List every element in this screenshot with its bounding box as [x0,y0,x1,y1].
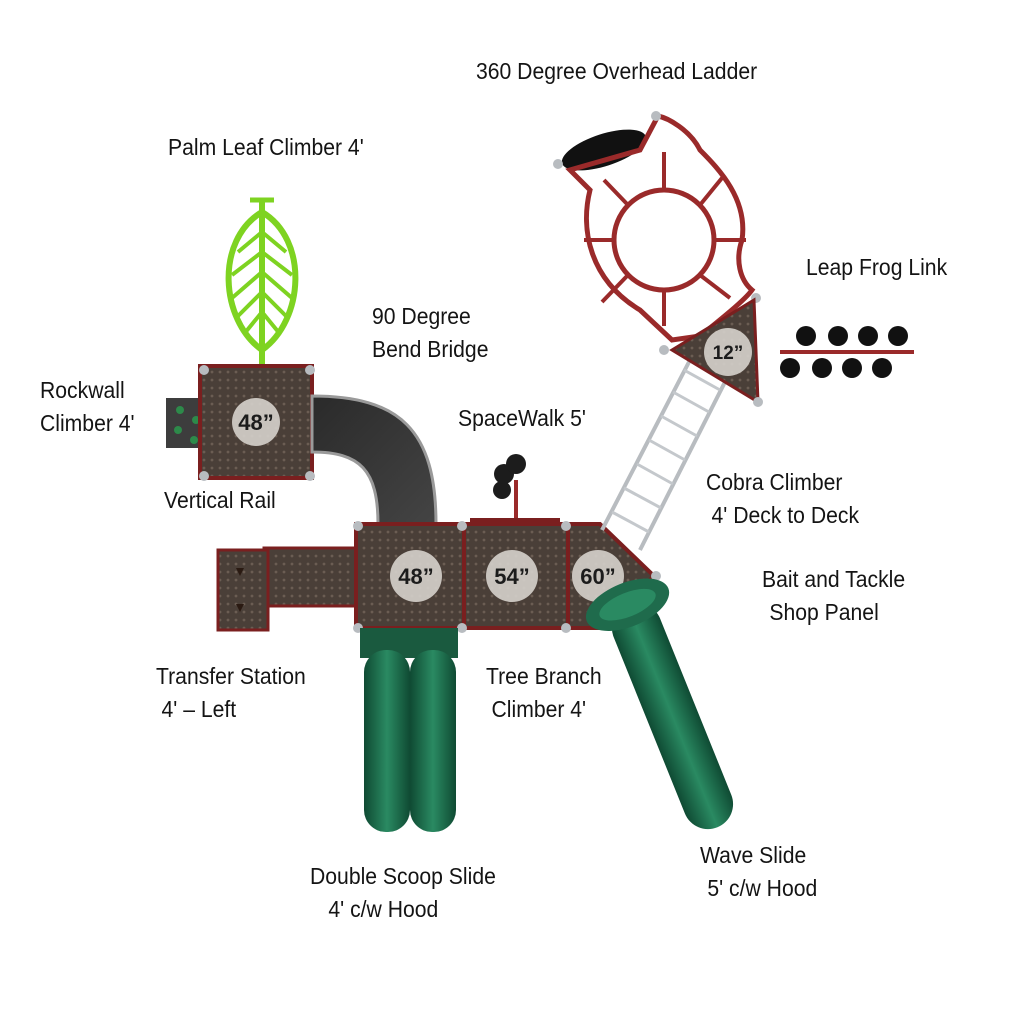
wave-slide [585,578,734,830]
leap-frog-link [780,326,914,378]
double-scoop-slide [360,628,458,832]
deck-height-rockwall: 48” [238,410,273,435]
bend-bridge [310,394,438,526]
deck-height-right: 60” [580,564,615,589]
label-spacewalk: SpaceWalk 5' [458,405,586,431]
deck-height-left: 48” [398,564,433,589]
palm-leaf-climber [225,197,299,370]
deck-height-mid: 54” [494,564,529,589]
deck-height-triangle: 12” [713,343,744,364]
label-overhead-ladder: 360 Degree Overhead Ladder [476,58,758,84]
label-vertical-rail: Vertical Rail [164,487,276,513]
cobra-climber [600,359,728,551]
spacewalk [493,454,526,526]
rockwall-deck: 48” [198,364,315,481]
overhead-ladder [553,111,761,355]
label-palm-leaf-climber: Palm Leaf Climber 4' [168,134,364,160]
transfer-station [216,546,358,632]
label-leap-frog-link: Leap Frog Link [806,254,948,280]
triangle-deck: 12” [669,297,763,407]
